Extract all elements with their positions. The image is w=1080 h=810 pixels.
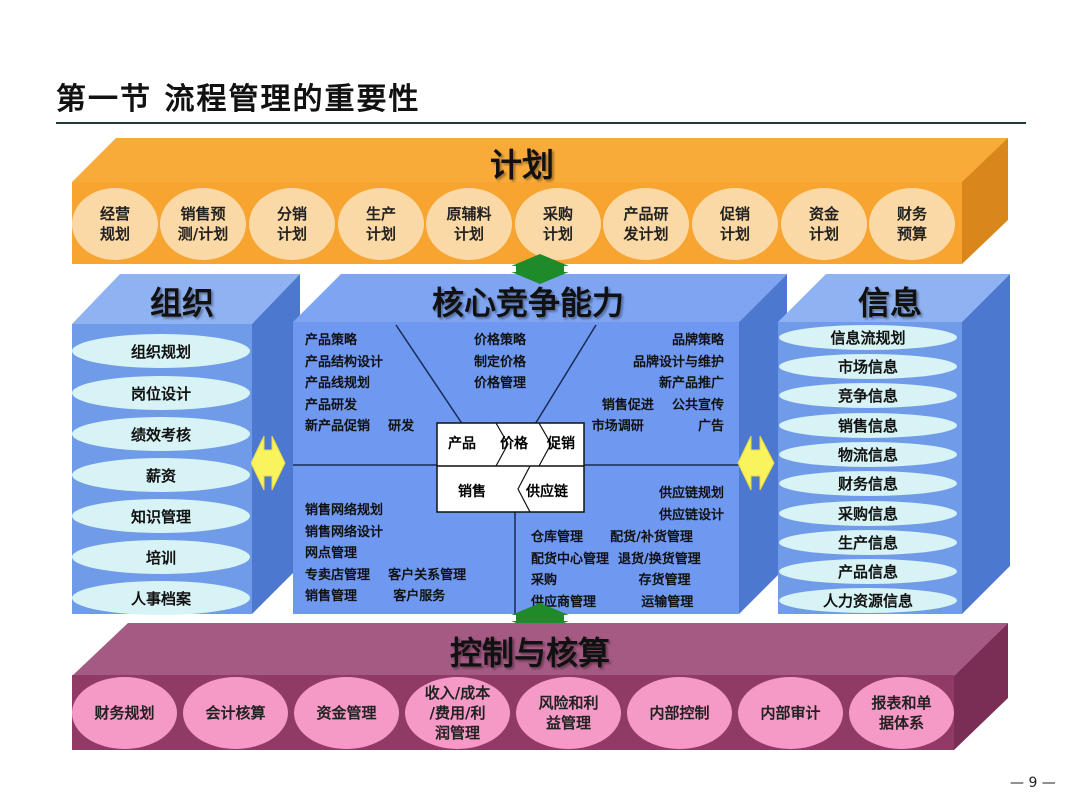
product-item: 产品研发 bbox=[305, 397, 358, 413]
value-chain-diagram bbox=[436, 422, 585, 513]
supply-item: 仓库管理 配货/补货管理 bbox=[531, 530, 693, 545]
info-item: 销售信息 bbox=[779, 413, 957, 438]
price-item: 制定价格 bbox=[474, 354, 527, 370]
sales-list: 销售网络规划 销售网络设计 网点管理 专卖店管理 客户关系管理 销售管理 客户服… bbox=[305, 500, 466, 608]
plan-item: 生产 计划 bbox=[338, 188, 424, 260]
product-item: 产品策略 bbox=[305, 333, 358, 348]
page-number: — 9 — bbox=[1010, 775, 1056, 791]
plan-item: 经营 规划 bbox=[72, 188, 158, 260]
product-item: 产品线规划 bbox=[305, 376, 371, 391]
product-item: 产品结构设计 bbox=[305, 354, 384, 370]
promotion-item: 新产品推广 bbox=[658, 376, 724, 391]
double-arrow-right-icon bbox=[737, 435, 775, 491]
double-arrow-left-icon bbox=[251, 435, 286, 491]
supply-item: 供应商管理 运输管理 bbox=[531, 594, 694, 610]
supply-item: 供应链规划 bbox=[658, 486, 724, 501]
promotion-list: 品牌策略 品牌设计与维护 新产品推广 销售促进 公共宣传 市场调研 广告 bbox=[588, 330, 724, 438]
plan-item: 资金 计划 bbox=[781, 188, 867, 260]
product-list: 产品策略 产品结构设计 产品线规划 产品研发 新产品促销 研发 bbox=[305, 330, 414, 438]
control-label: 控制与核算 bbox=[450, 634, 611, 672]
chain-price: 价格 bbox=[500, 436, 528, 452]
info-item: 竞争信息 bbox=[779, 383, 957, 408]
control-item: 内部控制 bbox=[627, 677, 732, 749]
chain-sales: 销售 bbox=[458, 484, 486, 500]
chain-product: 产品 bbox=[448, 436, 476, 452]
info-item: 生产信息 bbox=[779, 530, 957, 555]
vertical-arrow-top-icon bbox=[502, 254, 578, 284]
info-item: 产品信息 bbox=[779, 559, 957, 584]
plan-item: 分销 计划 bbox=[249, 188, 335, 260]
org-item: 知识管理 bbox=[72, 499, 250, 533]
sales-item: 网点管理 bbox=[305, 546, 358, 561]
product-item: 新产品促销 研发 bbox=[305, 419, 415, 434]
page-title: 第一节 流程管理的重要性 bbox=[56, 82, 421, 117]
sales-item: 专卖店管理 客户关系管理 bbox=[305, 567, 467, 583]
sales-item: 销售网络规划 bbox=[305, 503, 384, 518]
information-label: 信息 bbox=[858, 284, 923, 322]
control-item: 收入/成本 /费用/利 润管理 bbox=[405, 677, 510, 749]
control-item: 风险和利 益管理 bbox=[516, 677, 621, 749]
supply-item: 配货中心管理 退货/换货管理 bbox=[531, 551, 701, 567]
info-item: 财务信息 bbox=[779, 471, 957, 496]
info-item: 物流信息 bbox=[779, 442, 957, 467]
control-item: 会计核算 bbox=[183, 677, 288, 749]
core-label: 核心竞争能力 bbox=[432, 284, 625, 322]
plan-item: 原辅料 计划 bbox=[426, 188, 512, 260]
plan-item: 采购 计划 bbox=[515, 188, 601, 260]
control-items: 财务规划 会计核算 资金管理 收入/成本 /费用/利 润管理 风险和利 益管理 … bbox=[72, 675, 954, 750]
control-bar-shape bbox=[72, 623, 1008, 750]
plan-item: 促销 计划 bbox=[692, 188, 778, 260]
supply-item: 采购 存货管理 bbox=[531, 573, 691, 588]
org-item: 绩效考核 bbox=[72, 417, 250, 451]
price-item: 价格管理 bbox=[474, 376, 527, 391]
organization-label: 组织 bbox=[150, 284, 215, 322]
plan-item: 销售预 测/计划 bbox=[160, 188, 246, 260]
chain-promotion: 促销 bbox=[547, 436, 575, 452]
org-item: 岗位设计 bbox=[72, 376, 250, 410]
price-list: 价格策略 制定价格 价格管理 bbox=[474, 330, 526, 395]
promotion-item: 市场调研 广告 bbox=[591, 419, 724, 434]
supply-planning-list: 供应链规划 供应链设计 bbox=[600, 483, 724, 526]
info-item: 市场信息 bbox=[779, 354, 957, 379]
supply-item: 供应链设计 bbox=[658, 507, 724, 523]
plan-item: 产品研 发计划 bbox=[603, 188, 689, 260]
title-divider bbox=[56, 122, 1026, 124]
org-item: 薪资 bbox=[72, 458, 250, 492]
sales-item: 销售网络设计 bbox=[305, 524, 384, 540]
org-item: 人事档案 bbox=[72, 581, 250, 615]
price-item: 价格策略 bbox=[474, 333, 527, 348]
control-item: 资金管理 bbox=[294, 677, 399, 749]
org-item: 组织规划 bbox=[72, 334, 250, 368]
control-item: 财务规划 bbox=[72, 677, 177, 749]
promotion-item: 品牌设计与维护 bbox=[632, 354, 724, 370]
info-item: 采购信息 bbox=[779, 501, 957, 526]
sales-item: 销售管理 客户服务 bbox=[305, 589, 446, 604]
control-item: 内部审计 bbox=[738, 677, 843, 749]
info-item: 信息流规划 bbox=[779, 325, 957, 350]
control-item: 报表和单 据体系 bbox=[849, 677, 954, 749]
info-item: 人力资源信息 bbox=[779, 588, 957, 613]
chain-supply: 供应链 bbox=[526, 484, 568, 500]
supply-list: 仓库管理 配货/补货管理 配货中心管理 退货/换货管理 采购 存货管理 供应商管… bbox=[531, 527, 701, 613]
plan-bar-shape bbox=[72, 138, 1008, 264]
promotion-item: 品牌策略 bbox=[671, 333, 724, 348]
org-item: 培训 bbox=[72, 540, 250, 574]
plan-label: 计划 bbox=[490, 146, 555, 184]
promotion-item: 销售促进 公共宣传 bbox=[601, 397, 724, 413]
plan-item: 财务 预算 bbox=[869, 188, 955, 260]
plan-items: 经营 规划 销售预 测/计划 分销 计划 生产 计划 原辅料 计划 采购 计划 … bbox=[72, 182, 962, 264]
